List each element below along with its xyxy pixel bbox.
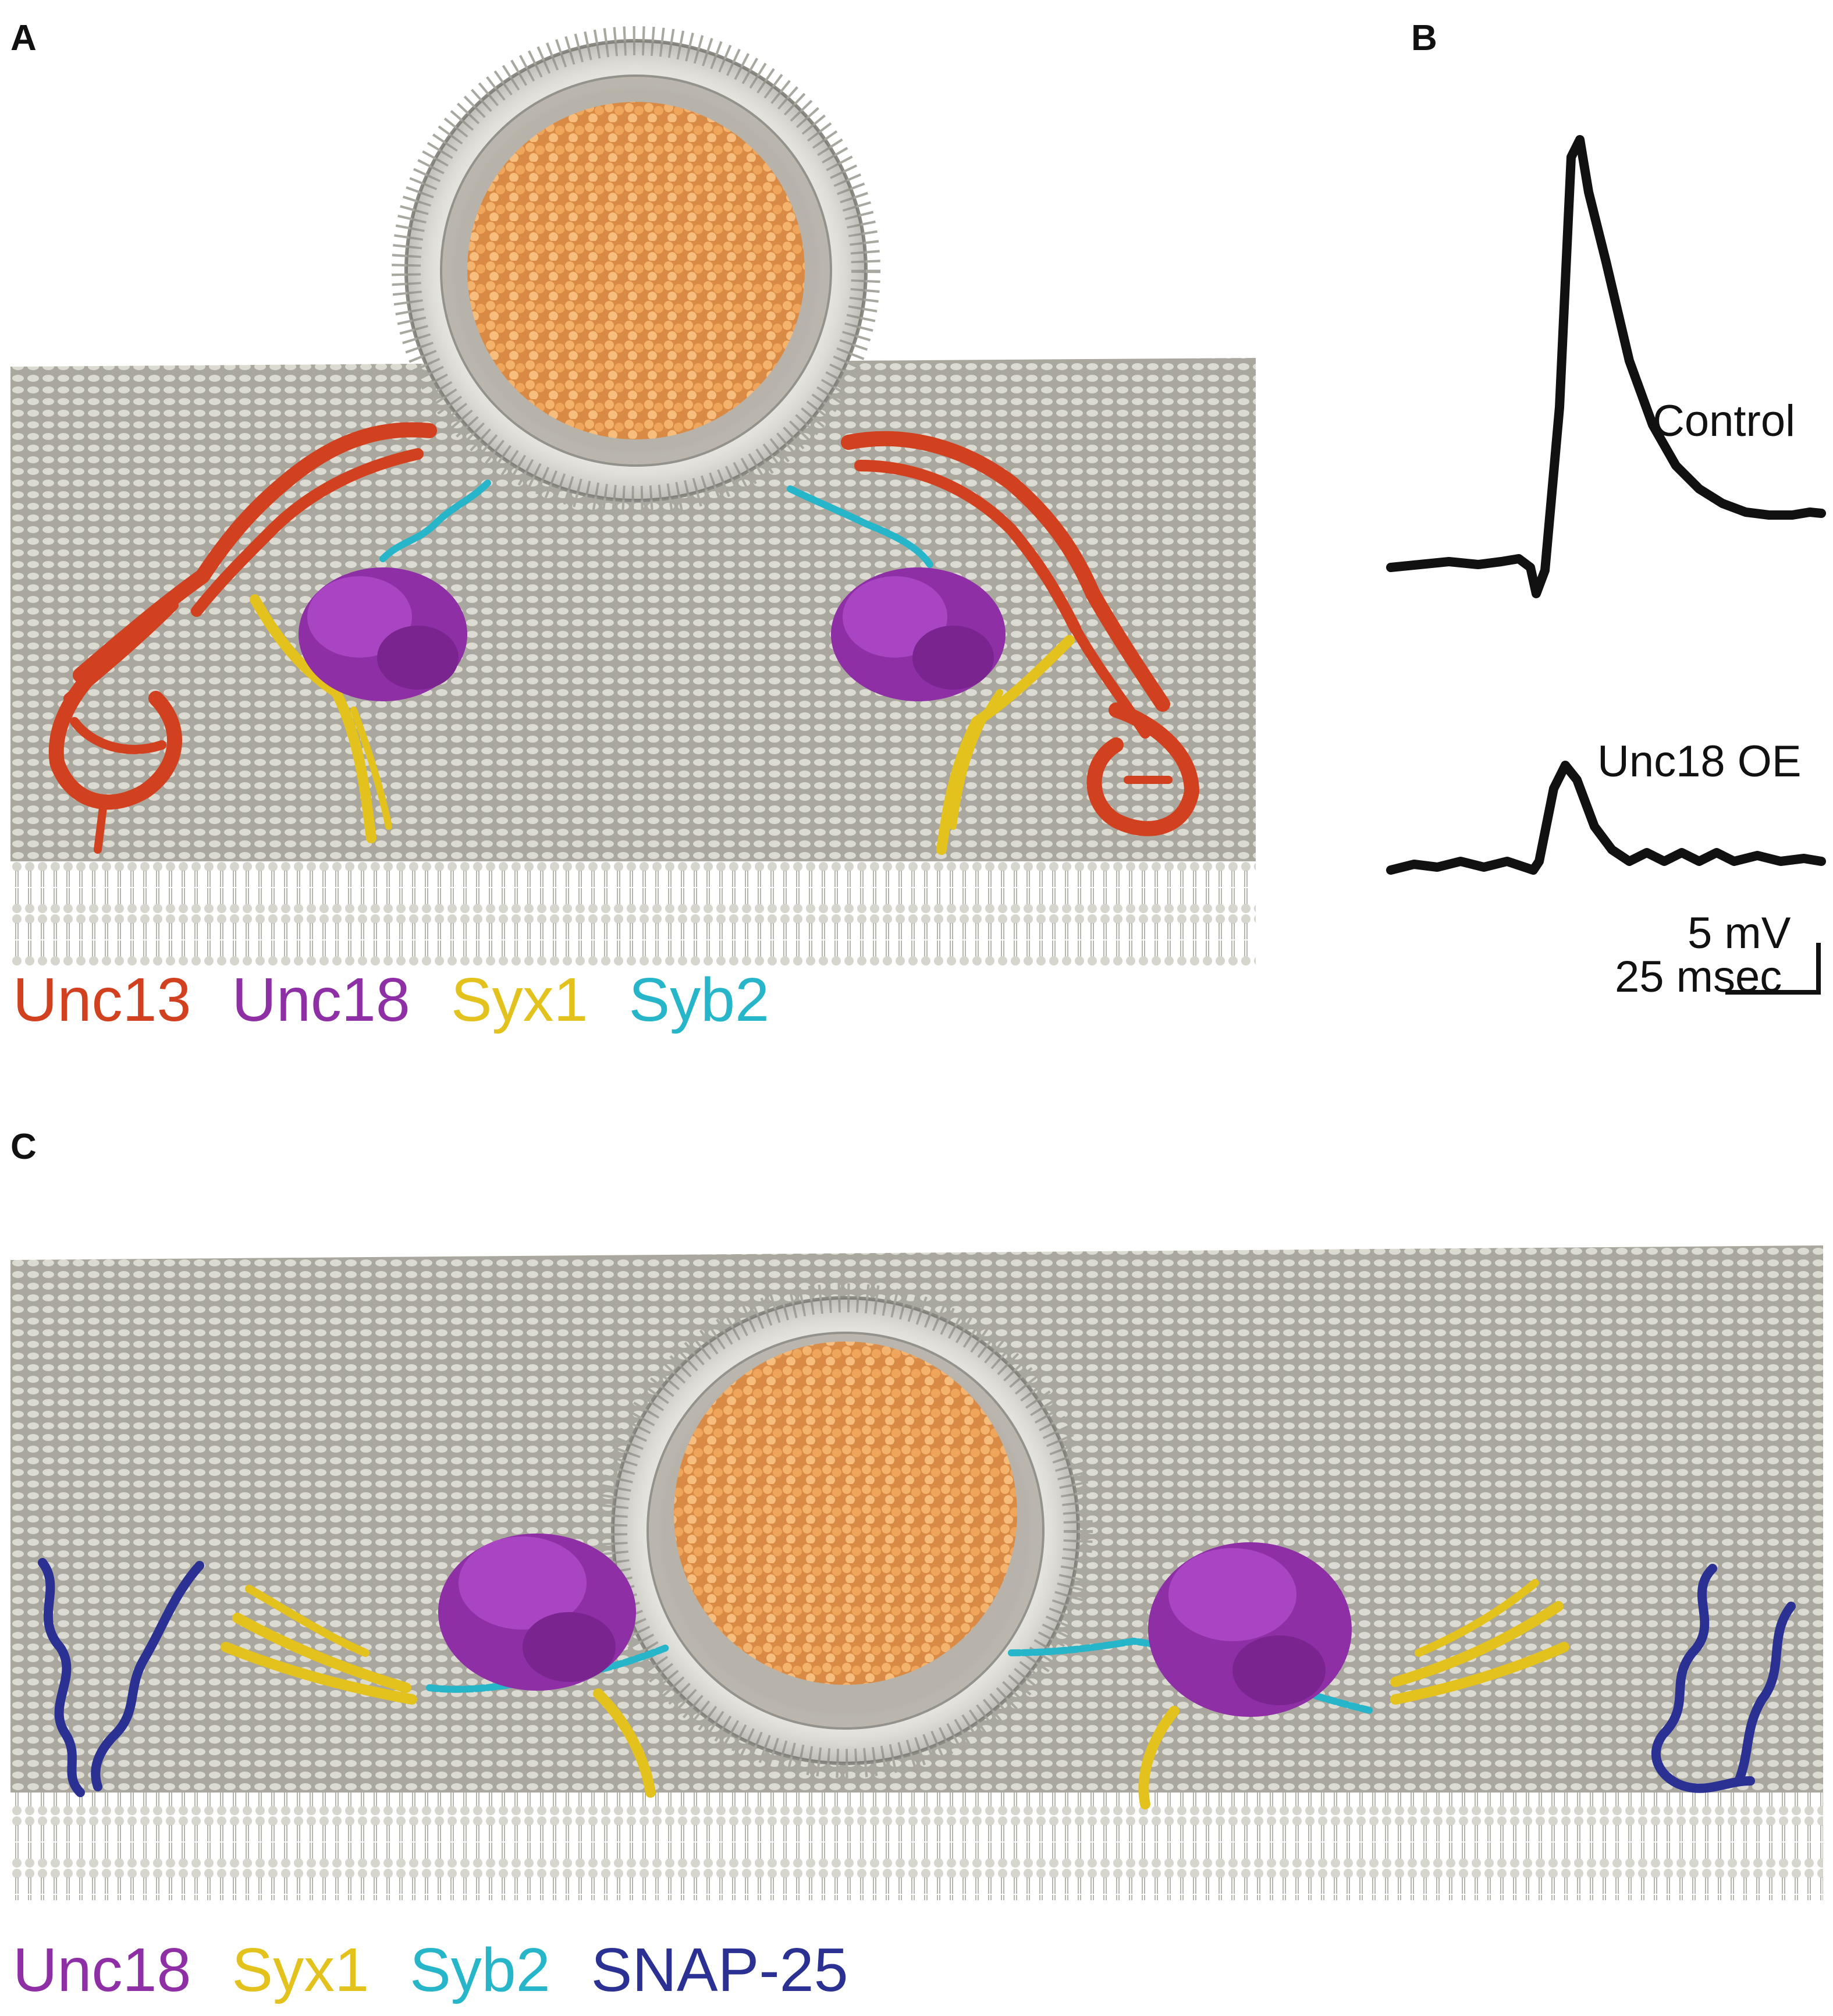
unc18-oe-trace-label: Unc18 OE	[1597, 737, 1802, 786]
legend-c-unc18: Unc18	[13, 1936, 191, 2004]
unc18-right-a	[831, 567, 1006, 701]
membrane-bilayer-edge-a	[10, 861, 1256, 966]
syb2-right-a	[787, 485, 933, 568]
syx1-left-a	[250, 594, 392, 843]
legend-a: Unc13 Unc18 Syx1 Syb2	[13, 965, 810, 1035]
legend-c-syx1: Syx1	[232, 1936, 370, 2004]
unc13-right	[841, 431, 1199, 836]
membrane-bilayer-edge-c	[10, 1793, 1823, 1900]
panel-c-illustration	[10, 1245, 1823, 1900]
control-trace-label: Control	[1653, 396, 1795, 446]
syx1-left-c	[221, 1585, 656, 1798]
legend-a-syx1: Syx1	[450, 966, 588, 1034]
panel-a-label: A	[10, 18, 37, 58]
legend-a-syb2: Syb2	[628, 966, 770, 1034]
unc18-oe-trace	[1386, 761, 1826, 875]
scale-bar-voltage-label: 5 mV	[1688, 908, 1791, 958]
legend-a-unc18: Unc18	[232, 966, 410, 1034]
synaptic-vesicle-c	[598, 1283, 1093, 1778]
panel-b-label: B	[1411, 18, 1437, 58]
panel-c-label: C	[10, 1127, 37, 1167]
syx1-right-c	[1138, 1579, 1569, 1809]
unc18-right-c	[1148, 1542, 1352, 1717]
legend-c-snap25: SNAP-25	[591, 1936, 848, 2004]
legend-c: Unc18 Syx1 Syb2 SNAP-25	[13, 1935, 889, 2006]
unc13-left	[48, 422, 437, 854]
scale-bar	[1725, 943, 1821, 995]
legend-a-unc13: Unc13	[13, 966, 191, 1034]
control-trace	[1386, 135, 1826, 598]
panel-a-illustration	[10, 26, 1256, 966]
snap25-right	[1651, 1564, 1796, 1793]
syb2-left-a	[379, 480, 491, 562]
unc18-left-c	[438, 1534, 636, 1691]
syx1-right-a	[936, 635, 1075, 855]
synaptic-vesicle-a	[392, 26, 880, 515]
unc18-left-a	[299, 567, 467, 701]
scale-bar-time-label: 25 msec	[1615, 952, 1782, 1002]
snap25-left	[38, 1558, 204, 1797]
legend-c-syb2: Syb2	[410, 1936, 550, 2004]
epsp-traces	[1386, 135, 1826, 995]
